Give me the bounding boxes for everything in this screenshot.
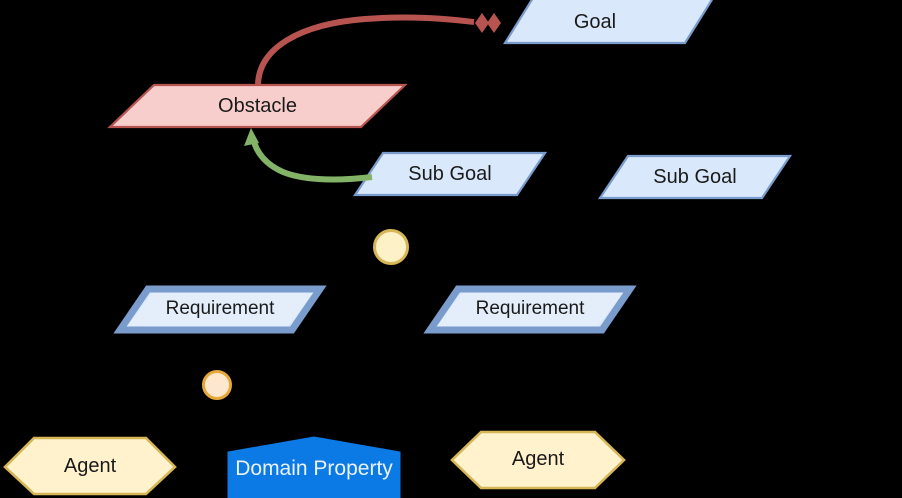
node-subgoal-left[interactable] [352, 151, 548, 197]
refinement-circle-upper[interactable] [373, 229, 409, 265]
requirement-left-inner [127, 293, 313, 326]
obstruction-terminator-diamond-1 [475, 13, 489, 33]
edge-obstruction[interactable] [255, 13, 501, 87]
subgoal-left-shape[interactable] [352, 151, 548, 197]
resolution-arrowhead-icon [244, 128, 259, 146]
node-goal[interactable] [503, 0, 714, 45]
obstruction-terminator-diamond-2 [487, 13, 501, 33]
node-subgoal-right[interactable] [597, 154, 793, 200]
goal-shape[interactable] [503, 0, 714, 45]
requirement-right-inner [437, 293, 623, 326]
obstruction-edge-path[interactable] [255, 14, 475, 87]
domain-property-shape[interactable] [227, 436, 401, 498]
node-agent-left[interactable] [3, 436, 177, 496]
refinement-circle-lower[interactable] [202, 370, 232, 400]
edge-resolution[interactable] [244, 128, 373, 183]
node-requirement-right[interactable] [423, 285, 637, 334]
node-obstacle[interactable] [107, 83, 408, 129]
resolution-edge-path[interactable] [250, 137, 373, 183]
agent-left-shape[interactable] [3, 436, 177, 496]
node-agent-right[interactable] [450, 430, 626, 490]
subgoal-right-shape[interactable] [597, 154, 793, 200]
obstacle-shape[interactable] [107, 83, 408, 129]
node-domain-property[interactable] [227, 436, 401, 498]
node-requirement-left[interactable] [113, 285, 327, 334]
agent-right-shape[interactable] [450, 430, 626, 490]
